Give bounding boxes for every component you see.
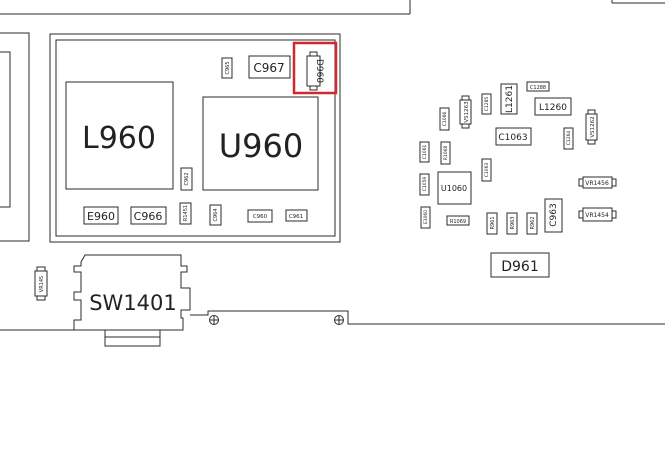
vr1454-label: VR1454 [585,212,609,219]
component-vr1454[interactable]: VR1454 [578,207,617,222]
component-l1260[interactable]: L1260 [534,97,572,116]
component-d961[interactable]: D961 [490,252,550,278]
component-c967[interactable]: C967 [248,55,291,79]
component-sw1401[interactable]: SW1401 [73,254,191,347]
e960-label: E960 [87,210,115,223]
component-r961[interactable]: R961 [486,212,498,235]
board-edge-line [190,310,665,325]
component-l960[interactable]: L960 [65,81,174,190]
c1264-label: C1264 [566,131,572,146]
mount-hole-left [209,315,219,325]
shield-can-outline [49,33,341,243]
component-r1451[interactable]: R1451 [179,202,192,225]
component-c1066[interactable]: C1066 [439,107,450,131]
c1285-label: C1285 [484,97,490,112]
component-c1264[interactable]: C1264 [563,127,574,150]
component-e1060[interactable]: E1060 [420,206,431,229]
c960-label: C960 [253,214,268,220]
d960-label: D960 [314,59,324,83]
l1261-label: L1261 [505,85,515,113]
component-c962[interactable]: C962 [180,167,193,191]
component-c963[interactable]: C963 [544,198,563,233]
component-vs1263[interactable]: VS1263 [459,95,472,129]
left-inner-outline [0,51,11,208]
r961-label: R961 [490,216,496,229]
component-c965[interactable]: C965 [221,57,233,79]
shield-can-inner [55,39,336,237]
l1260-label: L1260 [539,103,567,113]
d961-label: D961 [501,259,539,275]
component-c966[interactable]: C966 [130,206,167,225]
c964-label: C964 [213,208,219,221]
e1060-label: E1060 [423,210,429,224]
component-c1061[interactable]: C1061 [419,141,430,163]
component-c1285[interactable]: C1285 [481,93,492,115]
component-r963[interactable]: R963 [506,212,518,235]
c967-label: C967 [253,61,284,75]
left-shield-outline [0,32,30,242]
u960-label: U960 [219,127,304,165]
c961-label: C961 [289,214,303,220]
vs1262-label: VS1262 [590,116,596,137]
r1451-label: R1451 [183,205,189,221]
c1066-label: C1066 [442,112,448,127]
component-c1063[interactable]: C1063 [495,127,532,146]
component-r962[interactable]: R962 [526,212,538,235]
component-c964[interactable]: C964 [209,204,222,226]
r1068-label: R1068 [443,146,449,161]
u1060-label: U1060 [441,184,467,193]
c963-label: C963 [549,203,559,226]
component-r1069[interactable]: R1069 [446,215,470,226]
component-c1063-small[interactable]: C1063 [481,158,492,182]
mount-hole-right [334,315,344,325]
c1061-label: C1061 [422,145,428,160]
component-d960[interactable]: D960 [306,51,324,91]
l960-label: L960 [82,121,156,156]
component-c961[interactable]: C961 [285,209,308,222]
c1063-label: C1063 [498,133,527,143]
vs1263-label: VS1263 [464,101,470,123]
c965-label: C965 [225,61,231,74]
component-u1060[interactable]: U1060 [437,171,472,205]
component-c1288[interactable]: C1288 [526,81,550,92]
r1069-label: R1069 [450,219,466,225]
component-vr1456[interactable]: VR1456 [578,176,617,189]
vr145-label: VR145 [39,276,45,292]
component-l1261[interactable]: L1261 [500,83,518,115]
component-vs1262[interactable]: VS1262 [585,109,598,145]
component-c960[interactable]: C960 [247,209,273,223]
component-e960[interactable]: E960 [83,206,119,225]
c1059-label: C1059 [422,177,428,192]
c1063-small-label: C1063 [484,163,490,178]
r963-label: R963 [510,216,516,229]
component-r1068[interactable]: R1068 [440,141,451,165]
component-c1059[interactable]: C1059 [419,173,430,196]
highlight-box-d960 [292,41,338,95]
vr1456-label: VR1456 [585,180,609,187]
c966-label: C966 [134,210,163,223]
sw1401-label: SW1401 [89,291,177,315]
r962-label: R962 [530,216,536,229]
c962-label: C962 [184,172,190,185]
component-u960[interactable]: U960 [202,96,319,191]
component-vr145[interactable]: VR145 [34,266,48,301]
c1288-label: C1288 [530,85,546,91]
